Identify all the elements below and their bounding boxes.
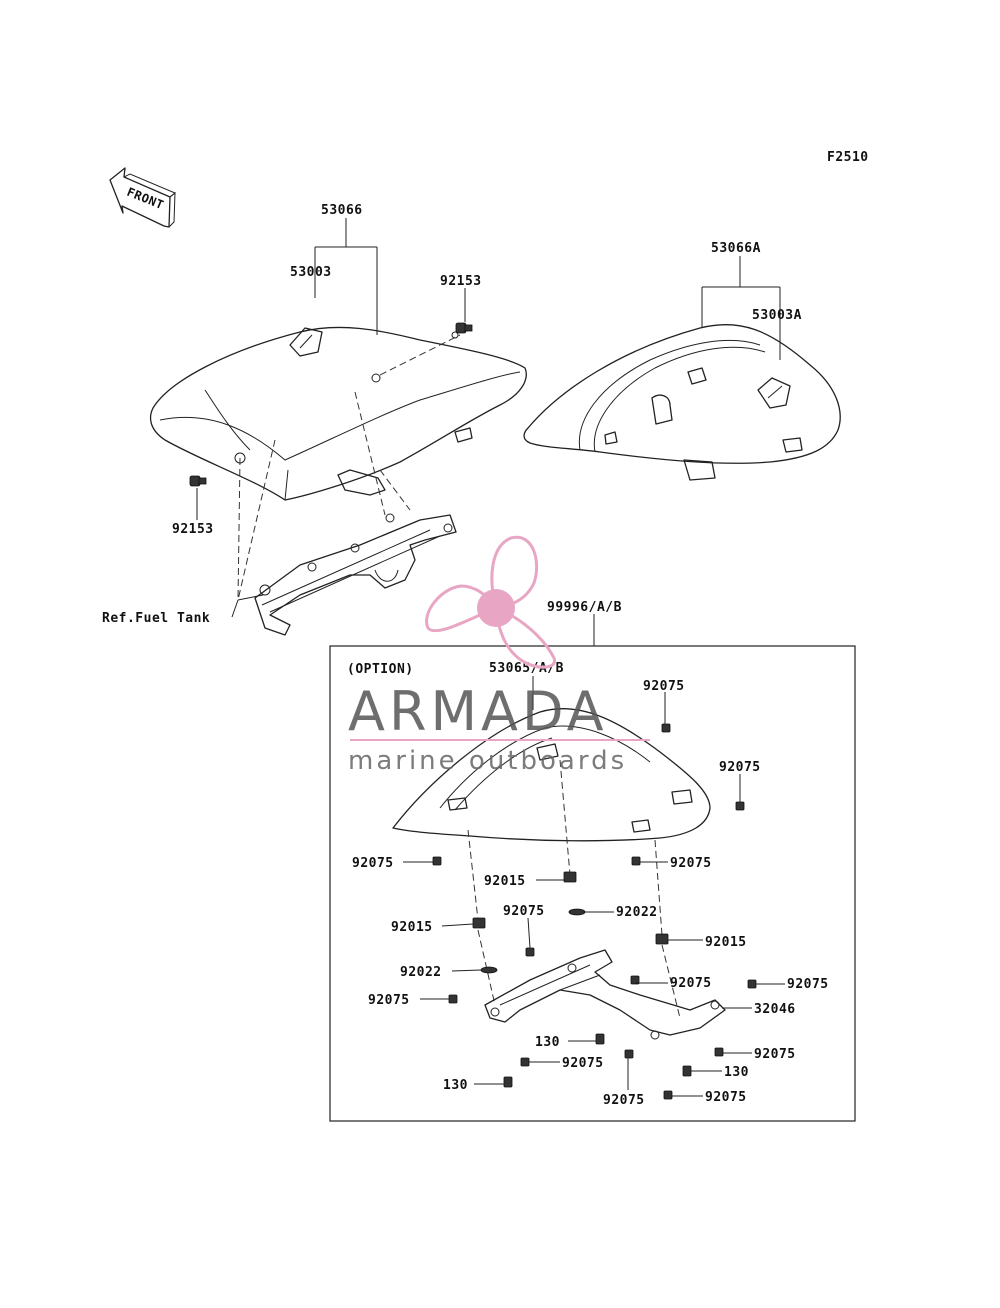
option-part-label: 92075 bbox=[670, 856, 712, 871]
option-part-label: 92075 bbox=[562, 1056, 604, 1071]
front-seat bbox=[149, 326, 527, 501]
option-part-label: 130 bbox=[724, 1065, 749, 1080]
option-part-label: 92022 bbox=[400, 965, 442, 980]
option-part-label: 92075 bbox=[503, 904, 545, 919]
label-53003A: 53003A bbox=[752, 308, 802, 323]
option-part-label: 92075 bbox=[719, 760, 761, 775]
option-part-label: 92015 bbox=[391, 920, 433, 935]
label-99996: 99996/A/B bbox=[547, 600, 622, 615]
watermark-tagline: marine outboards bbox=[348, 746, 627, 776]
ref-fuel-tank-label: Ref.Fuel Tank bbox=[102, 611, 210, 626]
propeller-logo-icon bbox=[425, 535, 557, 669]
label-53003: 53003 bbox=[290, 265, 332, 280]
option-part-label: 92022 bbox=[616, 905, 658, 920]
option-part-label: 92075 bbox=[670, 976, 712, 991]
option-part-label: 92075 bbox=[705, 1090, 747, 1105]
label-53066: 53066 bbox=[321, 203, 363, 218]
label-92153-top: 92153 bbox=[440, 274, 482, 289]
option-part-label: 92015 bbox=[484, 874, 526, 889]
figure-code: F2510 bbox=[827, 150, 869, 165]
option-part-label: 92075 bbox=[368, 993, 410, 1008]
label-92153-left: 92153 bbox=[172, 522, 214, 537]
option-part-label: 92075 bbox=[754, 1047, 796, 1062]
option-part-label: 92015 bbox=[705, 935, 747, 950]
front-label: FRONT bbox=[125, 185, 166, 212]
bolt-92153-left bbox=[189, 475, 207, 487]
watermark: ARMADA marine outboards bbox=[348, 535, 650, 776]
seat-bracket bbox=[254, 513, 457, 636]
option-part-label: 130 bbox=[535, 1035, 560, 1050]
option-part-label: 32046 bbox=[754, 1002, 796, 1017]
label-53065: 53065/A/B bbox=[489, 661, 564, 676]
option-part-label: 92075 bbox=[352, 856, 394, 871]
bolt-92153-top bbox=[455, 322, 473, 334]
leader-lines bbox=[196, 218, 785, 1097]
option-box bbox=[329, 645, 856, 1122]
option-part-label: 130 bbox=[443, 1078, 468, 1093]
option-part-label: 92075 bbox=[643, 679, 685, 694]
option-label: (OPTION) bbox=[347, 662, 414, 677]
option-seat-cowl bbox=[392, 708, 711, 842]
label-53066A: 53066A bbox=[711, 241, 761, 256]
watermark-brand: ARMADA bbox=[348, 680, 608, 743]
option-part-label: 92075 bbox=[603, 1093, 645, 1108]
option-part-label: 92075 bbox=[787, 977, 829, 992]
rear-seat-cowl bbox=[523, 323, 841, 481]
front-arrow-icon: FRONT bbox=[109, 167, 176, 228]
option-subframe bbox=[484, 949, 726, 1040]
